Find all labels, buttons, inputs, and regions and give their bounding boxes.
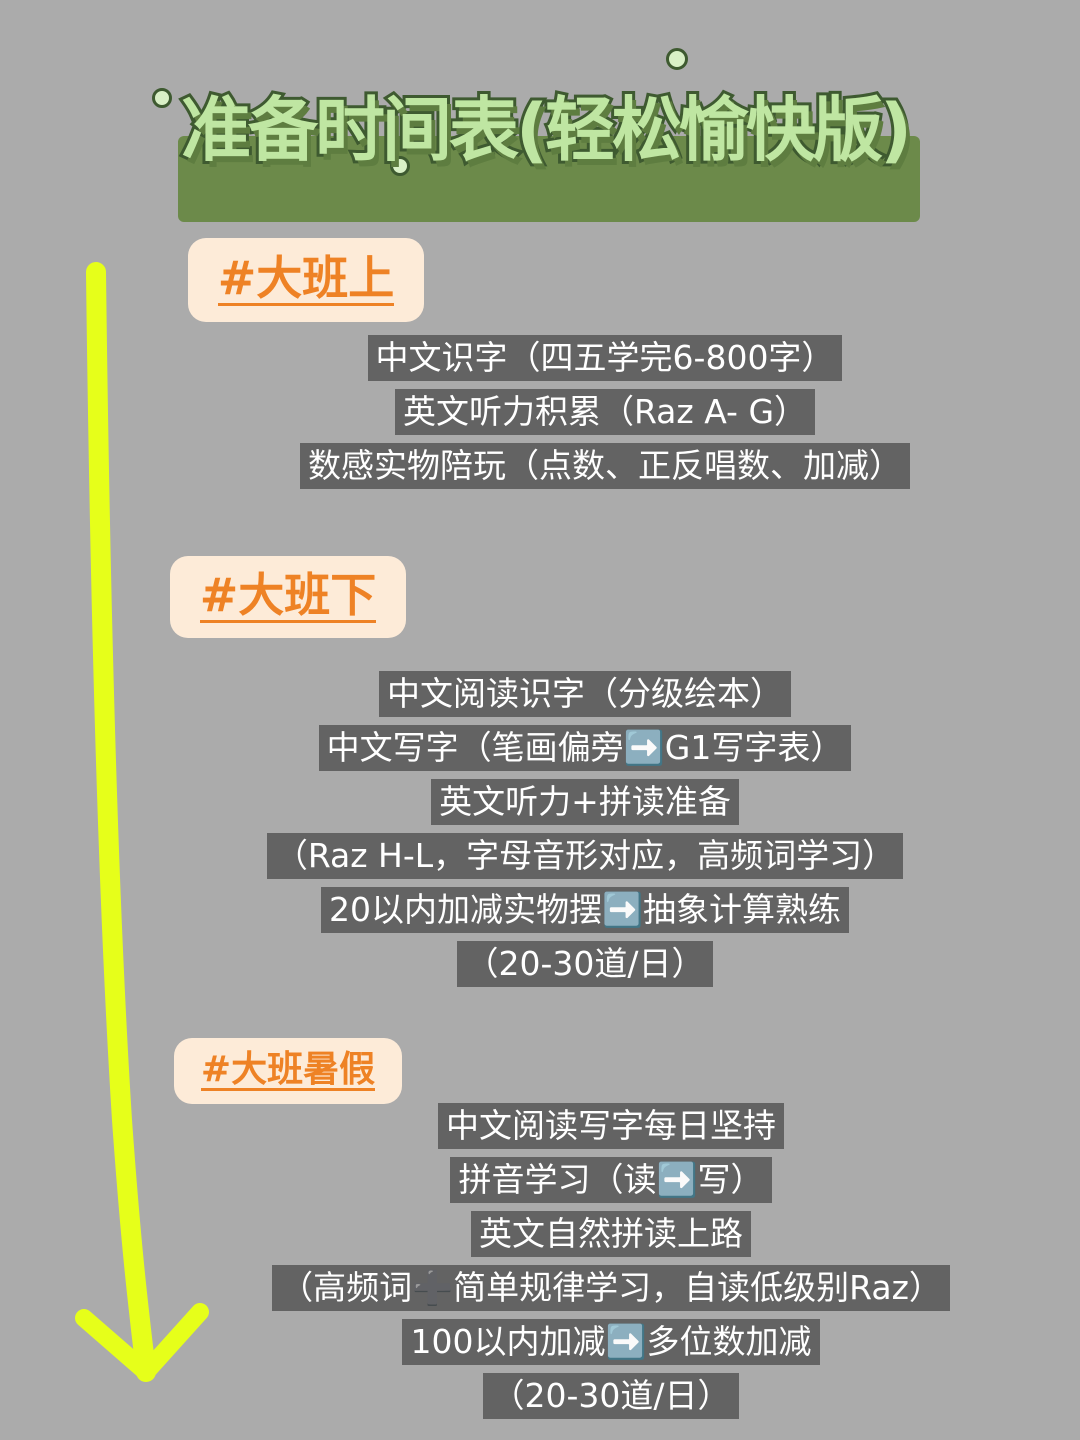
section-tag-label: #大班上 (217, 251, 395, 306)
title-backdrop (178, 136, 920, 222)
list-item: 中文识字（四五学完6-800字） (367, 335, 843, 381)
decor-dot (152, 88, 172, 108)
list-item: 中文阅读识字（分级绘本） (379, 671, 791, 717)
list-item: 英文听力+拼读准备 (431, 779, 739, 825)
section-tag-summer: #大班暑假 (174, 1038, 402, 1104)
section-tag-lower-term: #大班下 (170, 556, 406, 638)
list-item: 拼音学习（读➡️写） (450, 1157, 772, 1203)
list-item: 中文阅读写字每日坚持 (438, 1103, 784, 1149)
section-items-lower-term: 中文阅读识字（分级绘本） 中文写字（笔画偏旁➡️G1写字表） 英文听力+拼读准备… (185, 671, 985, 995)
title-banner: 准备时间表(轻松愉快版) (150, 48, 940, 222)
list-item: 英文听力积累（Raz A- G） (394, 389, 816, 435)
list-item: （20-30道/日） (457, 941, 713, 987)
list-item: 中文写字（笔画偏旁➡️G1写字表） (318, 725, 852, 771)
section-tag-upper-term: #大班上 (188, 238, 424, 322)
list-item: 100以内加减➡️多位数加减 (402, 1319, 820, 1365)
list-item: 20以内加减实物摆➡️抽象计算熟练 (320, 887, 850, 933)
section-items-upper-term: 中文识字（四五学完6-800字） 英文听力积累（Raz A- G） 数感实物陪玩… (205, 335, 1005, 497)
section-tag-label: #大班暑假 (200, 1048, 376, 1092)
list-item: 英文自然拼读上路 (471, 1211, 751, 1257)
section-items-summer: 中文阅读写字每日坚持 拼音学习（读➡️写） 英文自然拼读上路 （高频词➕简单规律… (211, 1103, 1011, 1427)
list-item: （Raz H-L，字母音形对应，高频词学习） (266, 833, 904, 879)
section-tag-label: #大班下 (199, 568, 377, 623)
list-item: （高频词➕简单规律学习，自读低级别Raz） (272, 1265, 950, 1311)
decor-dot (666, 48, 688, 70)
decor-dot (390, 156, 410, 176)
page-title: 准备时间表(轻松愉快版) (178, 86, 915, 174)
list-item: （20-30道/日） (483, 1373, 739, 1419)
list-item: 数感实物陪玩（点数、正反唱数、加减） (300, 443, 910, 489)
